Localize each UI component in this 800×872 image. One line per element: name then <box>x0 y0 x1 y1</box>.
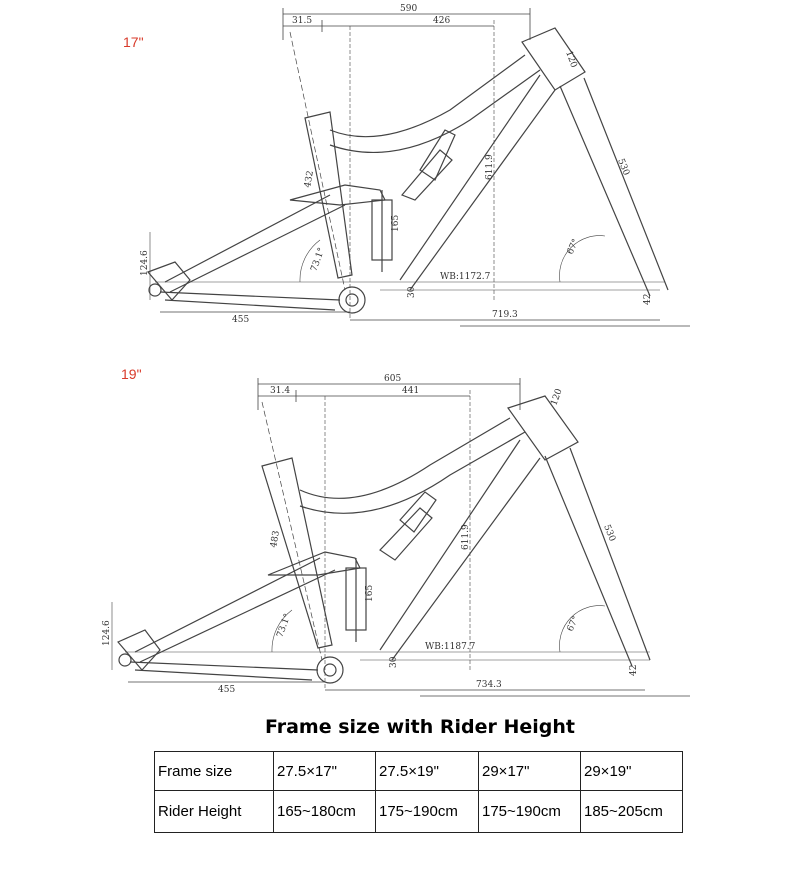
dim-seat-tube: 483 <box>269 530 282 549</box>
dim-bb-drop: 30 <box>389 656 399 668</box>
rider-height-table: Frame size 27.5×17" 27.5×19" 29×17" 29×1… <box>154 751 683 833</box>
dim-seat-tube: 432 <box>303 170 316 189</box>
row-label-frame-size: Frame size <box>154 751 274 791</box>
row-label-rider-height: Rider Height <box>154 790 274 833</box>
table-row: Frame size 27.5×17" 27.5×19" 29×17" 29×1… <box>154 751 683 791</box>
dim-reach: 441 <box>402 386 419 396</box>
frame-size-label-17: 17" <box>123 34 144 50</box>
dim-reach-offset: 31.5 <box>292 16 312 26</box>
dim-front-center: 719.3 <box>492 310 518 320</box>
dim-seat-angle: 73.1° <box>275 613 293 639</box>
table-cell: 27.5×19" <box>375 751 479 791</box>
table-cell: 175~190cm <box>478 790 581 833</box>
table-cell: 29×19" <box>580 751 683 791</box>
table-cell: 175~190cm <box>375 790 479 833</box>
dim-wheelbase: WB:1187.7 <box>425 642 476 652</box>
dim-wheelbase: WB:1172.7 <box>440 272 491 282</box>
table-cell: 27.5×17" <box>273 751 376 791</box>
dim-fork-length: 530 <box>601 523 617 543</box>
dim-head-angle: 67° <box>566 238 582 257</box>
table-cell: 165~180cm <box>273 790 376 833</box>
dim-top-length: 590 <box>400 4 417 14</box>
dim-head-angle: 67° <box>566 615 582 634</box>
dim-stack: 611.9 <box>461 524 471 550</box>
dim-shock: 165 <box>391 215 401 232</box>
dim-top-length: 605 <box>384 374 401 384</box>
dim-rear-height: 124.6 <box>140 250 150 276</box>
frame-drawing-17: 31.5 590 426 120 432 611.9 530 165 124.6… <box>140 4 690 327</box>
dim-fork-offset: 42 <box>629 665 639 676</box>
table-cell: 185~205cm <box>580 790 683 833</box>
dim-reach-offset: 31.4 <box>270 386 290 396</box>
dim-stack: 611.9 <box>485 154 495 180</box>
table-cell: 29×17" <box>478 751 581 791</box>
dim-chainstay: 455 <box>218 685 235 695</box>
dim-front-center: 734.3 <box>476 680 502 690</box>
dim-chainstay: 455 <box>232 315 249 325</box>
dim-shock: 165 <box>365 585 375 602</box>
table-row: Rider Height 165~180cm 175~190cm 175~190… <box>154 790 683 833</box>
dim-head-tube: 120 <box>549 387 564 407</box>
dim-fork-offset: 42 <box>643 294 653 305</box>
dim-head-tube: 120 <box>563 50 578 70</box>
dim-reach: 426 <box>433 16 450 26</box>
dim-rear-height: 124.6 <box>102 620 112 646</box>
dim-bb-drop: 30 <box>407 286 417 298</box>
dim-fork-length: 530 <box>615 157 631 177</box>
table-title: Frame size with Rider Height <box>264 716 576 738</box>
frame-drawing-19: 31.4 605 441 120 483 611.9 530 165 124.6… <box>102 374 690 697</box>
dim-seat-angle: 73.1° <box>309 247 327 273</box>
frame-size-label-19: 19" <box>121 366 142 382</box>
